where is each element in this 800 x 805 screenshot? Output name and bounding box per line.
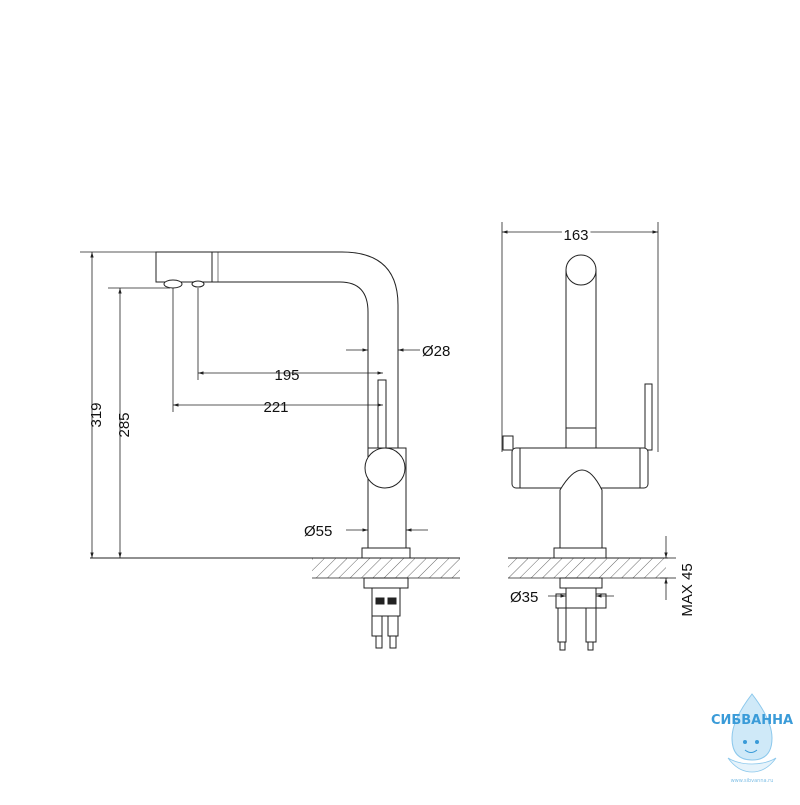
watermark-url: www.sibvanna.ru bbox=[731, 778, 774, 784]
front-handles bbox=[502, 383, 653, 451]
dim-reach-outlet: 221 bbox=[263, 399, 288, 416]
dim-thread-diameter: Ø35 bbox=[510, 589, 538, 606]
dim-front-width: 163 bbox=[563, 227, 588, 244]
dim-max-counter-thickness: MAX 45 bbox=[679, 563, 696, 616]
front-dimensions bbox=[501, 222, 676, 600]
front-countertop bbox=[508, 557, 668, 579]
dim-spout-diameter: Ø28 bbox=[422, 343, 450, 360]
watermark-brand: СИБВАННА bbox=[711, 713, 793, 728]
side-mount-hardware bbox=[363, 577, 409, 649]
dim-total-height: 319 bbox=[88, 402, 105, 427]
front-mount-hardware bbox=[555, 577, 607, 651]
side-lever bbox=[377, 379, 387, 451]
side-countertop bbox=[90, 557, 460, 579]
dim-reach-aerator: 195 bbox=[274, 367, 299, 384]
front-view bbox=[501, 222, 676, 651]
dim-spout-height: 285 bbox=[116, 412, 133, 437]
dim-base-diameter: Ø55 bbox=[304, 523, 332, 540]
front-spout bbox=[565, 254, 597, 449]
front-body bbox=[511, 447, 649, 559]
side-view bbox=[80, 251, 460, 649]
side-body bbox=[361, 447, 411, 559]
side-dimensions bbox=[80, 251, 428, 558]
watermark-logo: СИБВАННА www.sibvanna.ru bbox=[711, 693, 793, 784]
